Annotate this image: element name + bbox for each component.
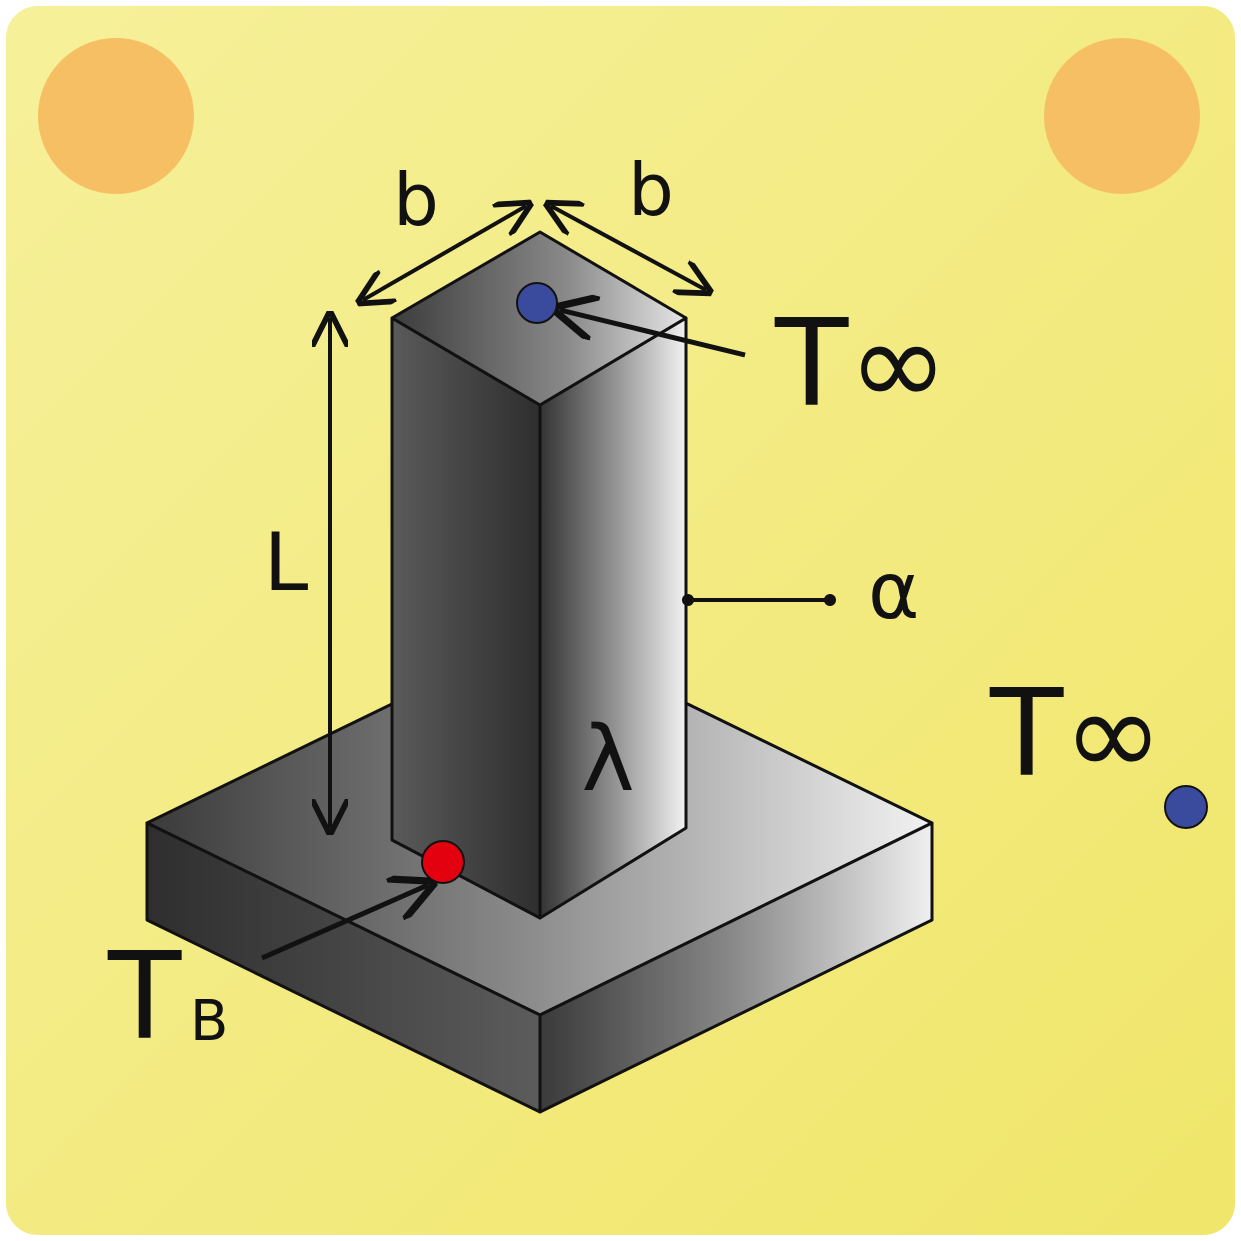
fin-left-face — [390, 316, 542, 920]
base-plate-right-side — [538, 821, 934, 1114]
label-tip-temperature: T∞ — [774, 295, 948, 434]
base-temp-arrow — [260, 885, 428, 961]
tip-temperature-marker — [516, 282, 558, 324]
corner-dot-right — [1044, 38, 1200, 194]
fin-right-face — [538, 316, 688, 920]
label-length: L — [264, 516, 309, 609]
label-base-temperature-subscript: B — [190, 989, 228, 1054]
tip-temp-arrow — [560, 310, 746, 358]
dimension-arrow-b-left — [363, 206, 526, 300]
label-ambient-temperature: T∞ — [989, 665, 1163, 804]
label-width-left: b — [393, 158, 439, 242]
label-heat-transfer-coefficient: α — [868, 547, 919, 637]
corner-dot-left — [38, 38, 194, 194]
ambient-temperature-marker — [1164, 785, 1208, 829]
label-width-right: b — [628, 148, 674, 232]
fin — [390, 230, 688, 920]
alpha-leader-dot-end — [824, 594, 836, 606]
label-base-temperature: T B — [107, 928, 228, 1067]
label-base-temperature-main: T — [107, 928, 182, 1067]
base-temperature-marker — [421, 840, 465, 884]
label-conductivity: λ — [581, 707, 634, 812]
alpha-leader-dot-start — [682, 594, 694, 606]
dimension-arrow-b-right — [551, 206, 706, 290]
